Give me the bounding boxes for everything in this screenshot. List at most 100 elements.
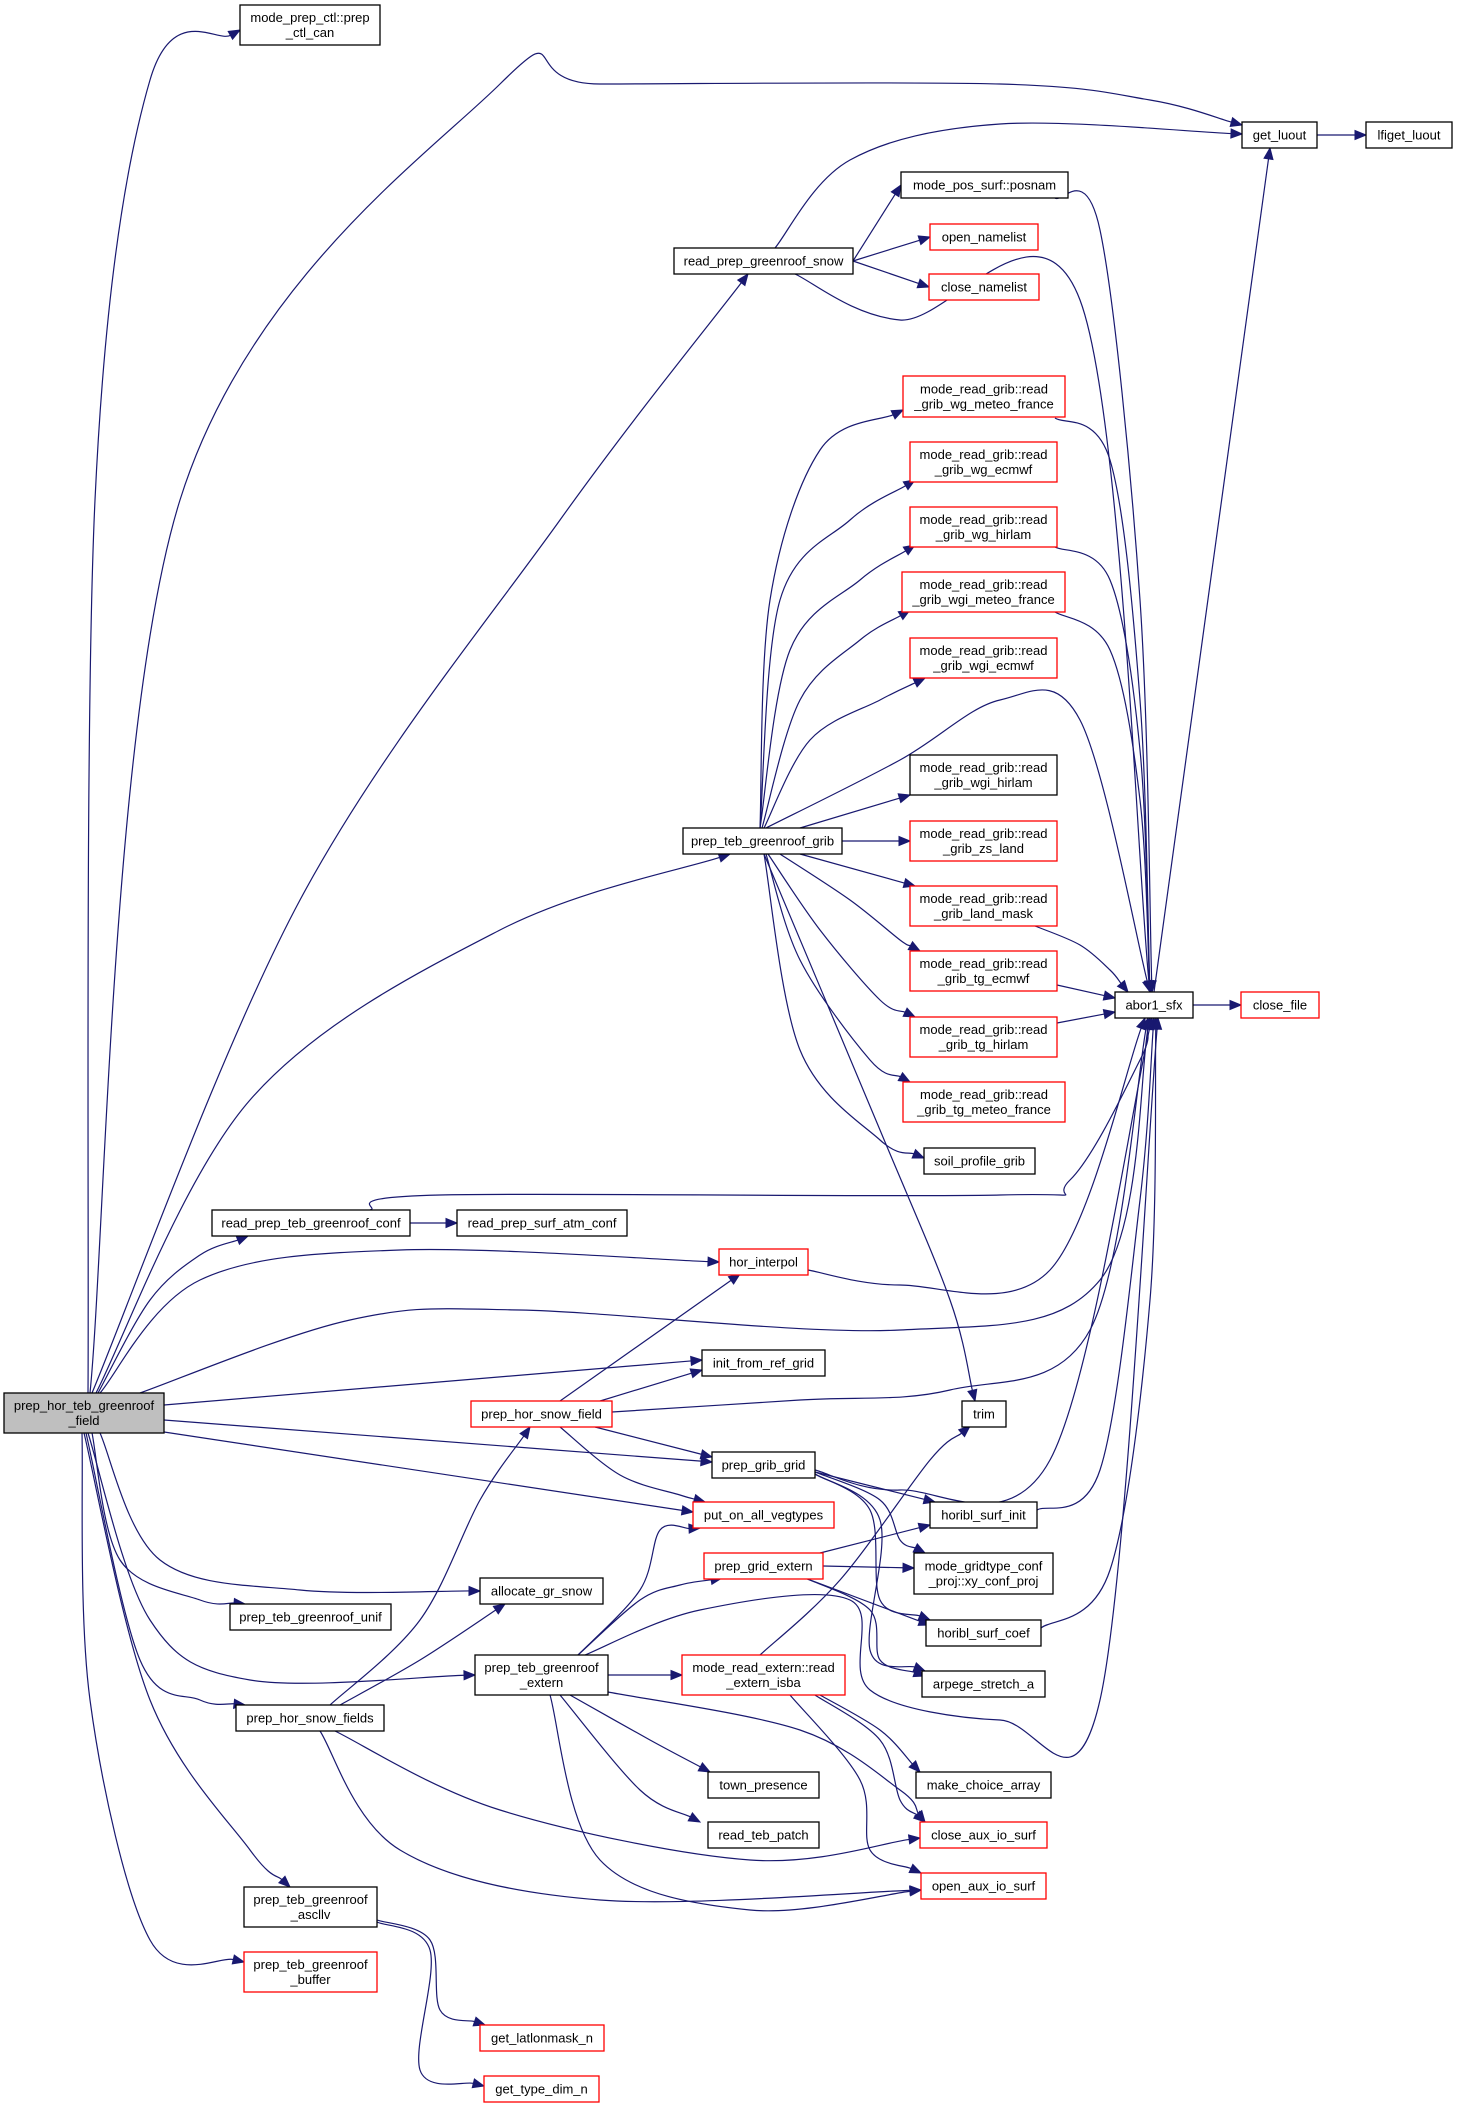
node-box bbox=[470, 1400, 613, 1428]
node-prep-grib-grid[interactable]: prep_grib_grid bbox=[711, 1451, 816, 1479]
node-abor1-sfx[interactable]: abor1_sfx bbox=[1114, 991, 1194, 1019]
node-label: get_latlonmask_n bbox=[491, 2031, 593, 2046]
node-wgi-meteo-france[interactable]: mode_read_grib::read_grib_wgi_meteo_fran… bbox=[901, 571, 1066, 613]
node-box bbox=[692, 1501, 835, 1529]
node-prep-hor-snow-fields[interactable]: prep_hor_snow_fields bbox=[235, 1704, 385, 1732]
node-label: _grib_tg_ecmwf bbox=[937, 971, 1030, 986]
call-graph-edges bbox=[81, 29, 1368, 2089]
node-label: prep_teb_greenroof bbox=[484, 1660, 599, 1675]
node-read-prep-greenroof-snow[interactable]: read_prep_greenroof_snow bbox=[673, 247, 854, 275]
edge-line bbox=[819, 1527, 920, 1554]
node-get-luout[interactable]: get_luout bbox=[1241, 121, 1318, 149]
node-box bbox=[919, 1821, 1048, 1849]
node-horibl-surf-init[interactable]: horibl_surf_init bbox=[929, 1501, 1038, 1529]
node-land-mask[interactable]: mode_read_grib::read_grib_land_mask bbox=[909, 885, 1058, 927]
node-xy-conf-proj[interactable]: mode_gridtype_conf_proj::xy_conf_proj bbox=[913, 1552, 1054, 1595]
node-tg-meteo-france[interactable]: mode_read_grib::read_grib_tg_meteo_franc… bbox=[902, 1081, 1066, 1123]
node-box bbox=[909, 1016, 1058, 1058]
node-prep-ctl-can[interactable]: mode_prep_ctl::prep_ctl_can bbox=[239, 4, 381, 46]
node-label: prep_teb_greenroof_unif bbox=[239, 1610, 382, 1625]
edge-line bbox=[799, 853, 905, 884]
edge-line bbox=[611, 1028, 1147, 1413]
node-allocate-gr-snow[interactable]: allocate_gr_snow bbox=[479, 1577, 604, 1605]
node-trim[interactable]: trim bbox=[961, 1400, 1007, 1428]
node-wgi-hirlam[interactable]: mode_read_grib::read_grib_wgi_hirlam bbox=[909, 754, 1058, 796]
edge-line bbox=[761, 615, 901, 829]
edge-prep_teb_greenroof_extern-to-read_extern_isba bbox=[608, 1669, 684, 1681]
edge-line bbox=[319, 1730, 911, 1903]
node-horibl-surf-coef[interactable]: horibl_surf_coef bbox=[925, 1619, 1042, 1647]
node-arpege-stretch-a[interactable]: arpege_stretch_a bbox=[921, 1670, 1046, 1698]
node-prep-hor-snow-field[interactable]: prep_hor_snow_field bbox=[470, 1400, 613, 1428]
node-make-choice-array[interactable]: make_choice_array bbox=[915, 1771, 1052, 1799]
edge-line bbox=[852, 193, 896, 262]
node-prep-teb-greenroof-grib[interactable]: prep_teb_greenroof_grib bbox=[682, 827, 843, 855]
arrowhead-icon bbox=[231, 1954, 246, 1965]
node-prep-teb-greenroof-buffer[interactable]: prep_teb_greenroof_buffer bbox=[243, 1951, 378, 1993]
node-tg-ecmwf[interactable]: mode_read_grib::read_grib_tg_ecmwf bbox=[909, 950, 1058, 992]
node-label: prep_teb_greenroof_grib bbox=[691, 834, 834, 849]
node-soil-profile-grib[interactable]: soil_profile_grib bbox=[923, 1147, 1036, 1175]
arrowhead-icon bbox=[445, 1217, 459, 1229]
node-open-namelist[interactable]: open_namelist bbox=[929, 223, 1039, 251]
arrowhead-icon bbox=[898, 835, 912, 847]
edge-root-to-get_luout bbox=[89, 52, 1244, 1394]
node-box bbox=[929, 1501, 1038, 1529]
node-label: prep_grid_extern bbox=[714, 1559, 812, 1574]
edge-line bbox=[91, 282, 742, 1394]
edge-line bbox=[559, 1426, 695, 1500]
edge-line bbox=[799, 797, 900, 829]
arrowhead-icon bbox=[277, 1875, 291, 1888]
node-label: make_choice_array bbox=[927, 1778, 1041, 1793]
edge-prep_teb_greenroof_grib-to-soil_profile_grib bbox=[763, 853, 926, 1159]
node-wg-ecmwf[interactable]: mode_read_grib::read_grib_wg_ecmwf bbox=[909, 441, 1058, 483]
node-init-from-ref-grid[interactable]: init_from_ref_grid bbox=[701, 1349, 826, 1377]
arrowhead-icon bbox=[908, 1760, 921, 1773]
edge-line bbox=[376, 1919, 475, 2023]
edge-line bbox=[376, 1921, 474, 2085]
node-read-teb-patch[interactable]: read_teb_patch bbox=[707, 1821, 820, 1849]
edge-root-to-prep_ctl_can bbox=[87, 29, 242, 1394]
node-label: prep_grib_grid bbox=[722, 1458, 806, 1473]
node-tg-hirlam[interactable]: mode_read_grib::read_grib_tg_hirlam bbox=[909, 1016, 1058, 1058]
edge-line bbox=[99, 1248, 709, 1394]
edge-prep_grid_extern-to-xy_conf_proj bbox=[822, 1562, 916, 1573]
node-wg-hirlam[interactable]: mode_read_grib::read_grib_wg_hirlam bbox=[909, 506, 1058, 548]
node-get-latlonmask-n[interactable]: get_latlonmask_n bbox=[479, 2024, 605, 2052]
node-hor-interpol[interactable]: hor_interpol bbox=[718, 1248, 809, 1276]
node-box bbox=[1241, 121, 1318, 149]
node-read-extern-isba[interactable]: mode_read_extern::read_extern_isba bbox=[681, 1654, 846, 1696]
arrowhead-icon bbox=[912, 677, 927, 688]
node-label: mode_read_grib::read bbox=[920, 643, 1048, 658]
node-prep-teb-greenroof-ascllv[interactable]: prep_teb_greenroof_ascllv bbox=[243, 1886, 378, 1928]
node-get-type-dim-n[interactable]: get_type_dim_n bbox=[483, 2075, 600, 2103]
node-wg-meteo-france[interactable]: mode_read_grib::read_grib_wg_meteo_franc… bbox=[902, 375, 1066, 418]
node-put-on-all-vegtypes[interactable]: put_on_all_vegtypes bbox=[692, 1501, 835, 1529]
node-close-file[interactable]: close_file bbox=[1240, 991, 1320, 1019]
node-town-presence[interactable]: town_presence bbox=[707, 1771, 820, 1799]
node-box bbox=[673, 247, 854, 275]
node-read-prep-teb-greenroof-conf[interactable]: read_prep_teb_greenroof_conf bbox=[211, 1209, 411, 1237]
node-prep-teb-greenroof-unif[interactable]: prep_teb_greenroof_unif bbox=[229, 1603, 392, 1631]
edge-line bbox=[559, 1694, 691, 1818]
edge-read_prep_greenroof_snow-to-close_namelist bbox=[852, 260, 931, 289]
node-zs-land[interactable]: mode_read_grib::read_grib_zs_land bbox=[909, 820, 1058, 862]
node-close-namelist[interactable]: close_namelist bbox=[928, 273, 1040, 301]
node-lfiget-luout[interactable]: lfiget_luout bbox=[1365, 121, 1453, 149]
node-open-aux-io-surf[interactable]: open_aux_io_surf bbox=[920, 1872, 1047, 1900]
node-root[interactable]: prep_hor_teb_greenroof_field bbox=[3, 1392, 165, 1434]
node-close-aux-io-surf[interactable]: close_aux_io_surf bbox=[919, 1821, 1048, 1849]
node-prep-teb-greenroof-extern[interactable]: prep_teb_greenroof_extern bbox=[474, 1654, 609, 1696]
node-read-prep-surf-atm-conf[interactable]: read_prep_surf_atm_conf bbox=[456, 1209, 628, 1237]
node-box bbox=[707, 1821, 820, 1849]
edge-get_luout-to-lfiget_luout bbox=[1317, 129, 1368, 141]
node-wgi-ecmwf[interactable]: mode_read_grib::read_grib_wgi_ecmwf bbox=[909, 637, 1058, 679]
edge-line bbox=[569, 1694, 701, 1768]
node-label: _grib_wgi_meteo_france bbox=[911, 592, 1054, 607]
arrowhead-icon bbox=[492, 1603, 507, 1615]
node-posnam[interactable]: mode_pos_surf::posnam bbox=[900, 171, 1069, 199]
arrowhead-icon bbox=[902, 1007, 917, 1018]
node-label: mode_pos_surf::posnam bbox=[913, 178, 1056, 193]
node-prep-grid-extern[interactable]: prep_grid_extern bbox=[703, 1552, 824, 1580]
node-box bbox=[928, 273, 1040, 301]
